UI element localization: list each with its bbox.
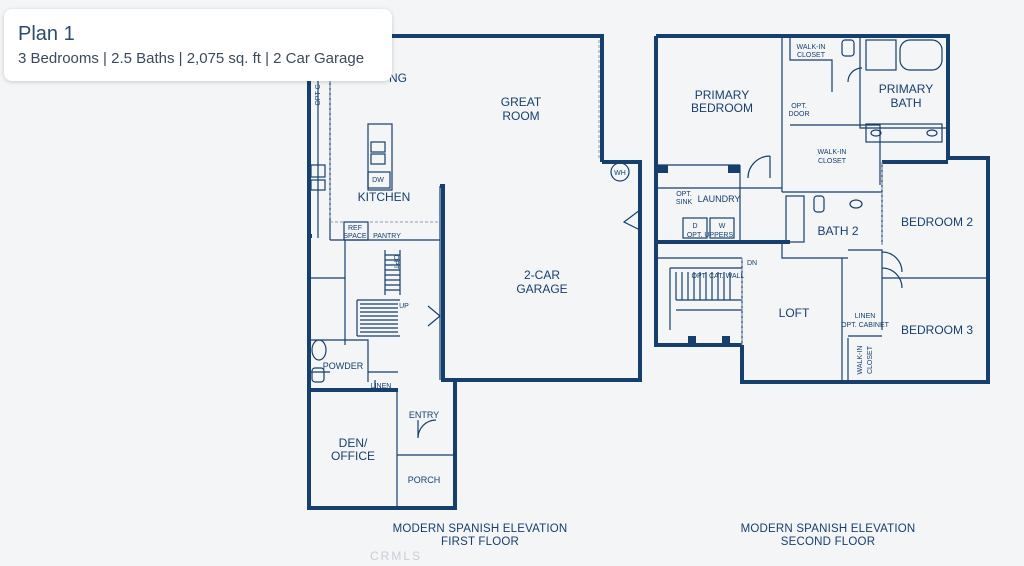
den-label-line1: DEN/ [339, 436, 368, 450]
laundry-label: LAUNDRY [698, 194, 741, 204]
second-floor-plan [654, 34, 990, 384]
second-floor-caption-line1: MODERN SPANISH ELEVATION [741, 523, 916, 535]
garage-label-line2: GARAGE [516, 282, 567, 296]
walkin-closet-2-line1: WALK-IN [818, 149, 847, 156]
opt-cabinet-label: OPT. CABINET [841, 322, 890, 329]
dryer-label: D [692, 223, 697, 230]
walkin-closet-1-line2: CLOSET [797, 52, 826, 59]
linen-2-label: LINEN [855, 313, 876, 320]
first-floor-labels: NG GREAT ROOM KITCHEN DW REF SPACE PANTR… [315, 71, 626, 548]
plan-summary-card: Plan 1 3 Bedrooms | 2.5 Baths | 2,075 sq… [4, 9, 392, 81]
stair-down-label: DN [747, 260, 757, 267]
washer-label: W [719, 223, 726, 230]
walkin-closet-3-line2: CLOSET [867, 345, 874, 374]
opt-uppers-label: OPT. UPPERS [687, 232, 734, 239]
water-heater-label: WH [614, 170, 626, 177]
pantry-label: PANTRY [373, 233, 401, 240]
walkin-closet-2-line2: CLOSET [818, 158, 847, 165]
kitchen-label: KITCHEN [358, 190, 411, 204]
bedroom3-label: BEDROOM 3 [901, 323, 973, 337]
stair-up-label: UP [399, 303, 409, 310]
dining-label: NG [389, 71, 407, 85]
primary-bath-label-line2: BATH [890, 96, 921, 110]
plan-specs: 3 Bedrooms | 2.5 Baths | 2,075 sq. ft | … [18, 50, 365, 67]
opt-stair-vertical-label: OPT [392, 255, 399, 270]
garage-label-line1: 2-CAR [524, 268, 560, 282]
first-floor-caption-line1: MODERN SPANISH ELEVATION [393, 523, 568, 535]
great-room-label-line2: ROOM [502, 109, 539, 123]
opt-sink-label-line1: OPT. [676, 191, 692, 198]
den-label-line2: OFFICE [331, 449, 375, 463]
powder-label: POWDER [323, 361, 364, 371]
opt-cabinet-vertical-label: OPT C [315, 84, 322, 105]
walkin-closet-1-line1: WALK-IN [797, 44, 826, 51]
second-floor-labels: PRIMARY BEDROOM WALK-IN CLOSET PRIMARY B… [676, 44, 974, 548]
entry-label: ENTRY [409, 410, 439, 420]
plan-title: Plan 1 [18, 23, 75, 45]
primary-bedroom-label-line2: BEDROOM [691, 101, 753, 115]
primary-bath-label-line1: PRIMARY [879, 82, 933, 96]
opt-door-label-line2: DOOR [789, 111, 810, 118]
porch-label: PORCH [408, 475, 441, 485]
linen-label: LINEN [371, 383, 392, 390]
second-floor-caption-line2: SECOND FLOOR [781, 536, 875, 548]
walkin-closet-3-line1: WALK-IN [857, 346, 864, 375]
dishwasher-label: DW [372, 177, 384, 184]
great-room-label-line1: GREAT [501, 95, 542, 109]
bedroom2-label: BEDROOM 2 [901, 215, 973, 229]
opt-door-label-line1: OPT. [791, 103, 807, 110]
primary-bedroom-label-line1: PRIMARY [695, 88, 749, 102]
ref-space-label-line2: SPACE [343, 233, 367, 240]
first-floor-plan [307, 34, 642, 510]
bath2-label: BATH 2 [817, 224, 858, 238]
ref-space-label-line1: REF [348, 225, 362, 232]
opt-sink-label-line2: SINK [676, 199, 693, 206]
loft-label: LOFT [779, 306, 810, 320]
watermark: CRMLS [370, 549, 422, 563]
opt-rail-label: OPT. CAT. WALL [692, 273, 745, 280]
first-floor-caption-line2: FIRST FLOOR [441, 536, 519, 548]
